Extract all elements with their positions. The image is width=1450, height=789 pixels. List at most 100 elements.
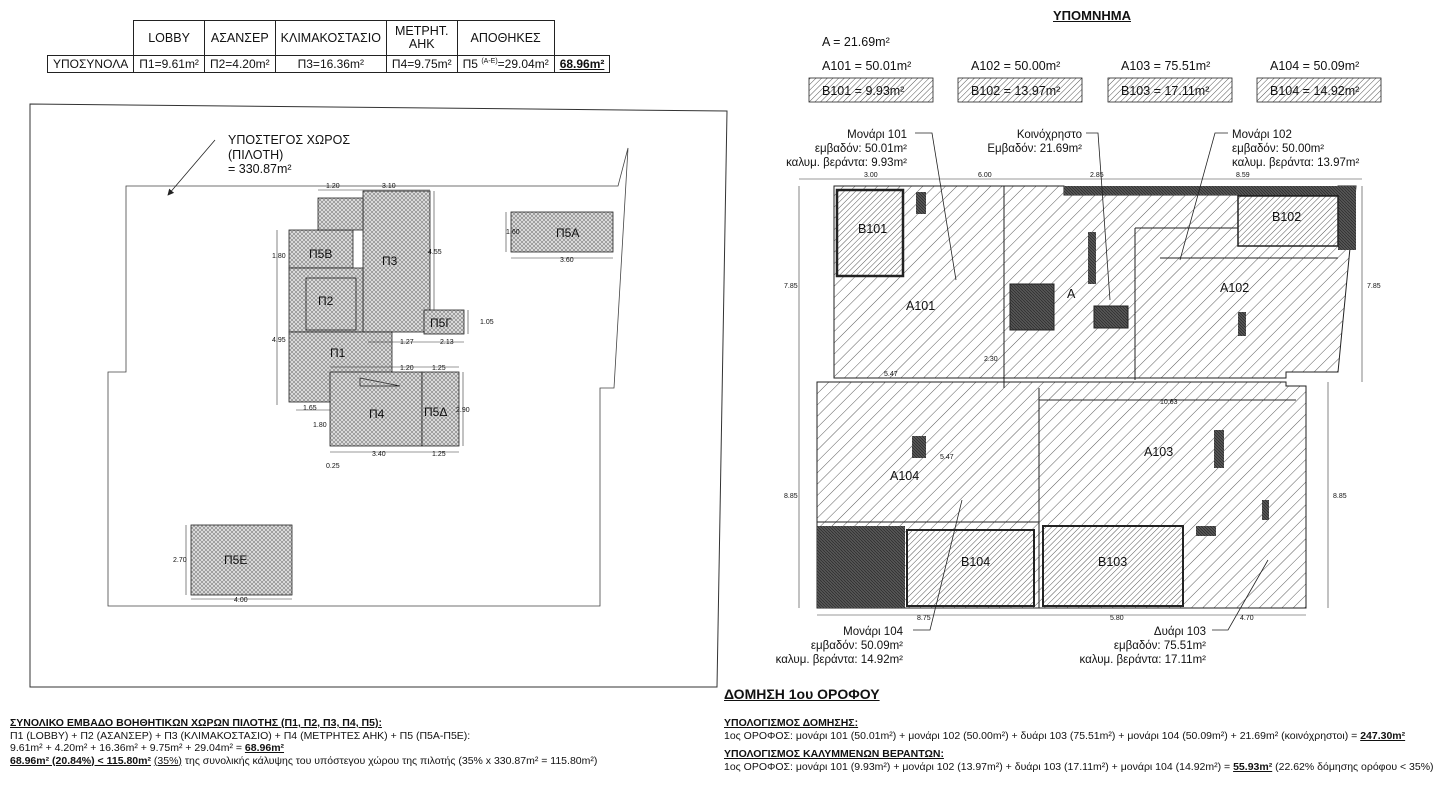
construction-title: ΔΟΜΗΣΗ 1ου ΟΡΟΦΟΥ <box>724 686 880 702</box>
dim-g-8: 3.40 <box>372 451 386 458</box>
legend-common: Α = 21.69m² <box>822 35 890 49</box>
dim-f-7: 8.85 <box>1333 493 1347 500</box>
floor-room-labels: Α101 Α102 Α103 Α104 Α Β101 Β102 Β103 Β10… <box>858 210 1301 569</box>
room-label-p5a: Π5Α <box>556 226 579 240</box>
pilotis-notes-line3-rest: της συνολικής κάλυψης του υπόστεγου χώρο… <box>184 754 598 767</box>
room-p5e <box>190 524 293 596</box>
veranda-b102 <box>1237 195 1339 247</box>
legend-swatch-b103 <box>1107 77 1233 103</box>
wall-south-west <box>817 526 905 608</box>
callout-m102-area: εμβαδόν: 50.00m² <box>1232 143 1324 155</box>
pilotis-label-line2: (ΠΙΛΟΤΗ) <box>228 148 283 162</box>
legend-swatch-b101 <box>808 77 934 103</box>
value-total: 68.96m² <box>553 55 611 73</box>
value-p5-b: =29.04m² <box>497 57 549 71</box>
dim-f-14: 2.30 <box>984 356 998 363</box>
dim-f-1: 6.00 <box>978 172 992 179</box>
construction-ver-heading: ΥΠΟΛΟΓΙΣΜΟΣ ΚΑΛΥΜΜΕΝΩΝ ΒΕΡΑΝΤΩΝ: <box>724 748 944 760</box>
wall-north <box>1064 186 1338 195</box>
ground-plan <box>29 103 728 688</box>
dim-g-16: 1.60 <box>506 229 520 236</box>
dim-f-13: 5.47 <box>940 454 954 461</box>
value-p5: Π5 (Α-Ε)=29.04m² <box>456 55 555 73</box>
callout-d103-veranda: καλυμ. βεράντα: 17.11m² <box>1080 654 1207 666</box>
dim-f-8: 8.75 <box>917 615 931 622</box>
legend-a103: Α103 = 75.51m² <box>1121 59 1210 73</box>
construction-calc-total: 247.30m² <box>1360 729 1406 742</box>
header-meters: ΜΕΤΡΗΤ.ΑΗΚ <box>385 20 458 56</box>
dim-g-0: 1.20 <box>326 183 340 190</box>
room-p2 <box>288 267 364 333</box>
label-a101: Α101 <box>906 299 935 313</box>
pilotis-label-line3: = 330.87m² <box>228 162 292 176</box>
header-storage: ΑΠΟΘΗΚΕΣ <box>456 20 555 56</box>
room-p4 <box>329 371 423 447</box>
duct-a103 <box>1214 430 1224 468</box>
legend-text: Α = 21.69m² Α101 = 50.01m² Α102 = 50.00m… <box>822 35 1359 98</box>
meter-room <box>1093 305 1129 329</box>
dim-g-19: 4.00 <box>234 597 248 604</box>
callout-m102-veranda: καλυμ. βεράντα: 13.97m² <box>1232 157 1359 169</box>
label-a102: Α102 <box>1220 281 1249 295</box>
label-a104: Α104 <box>890 469 919 483</box>
room-label-p5e: Π5Ε <box>224 553 247 567</box>
label-b103: Β103 <box>1098 555 1127 569</box>
duct-a104 <box>912 436 926 458</box>
floor-dim-labels: 3.00 6.00 2.85 8.59 7.85 7.85 8.85 8.85 … <box>784 172 1381 622</box>
callout-common-area: Εμβαδόν: 21.69m² <box>987 143 1082 155</box>
pilotis-notes-line3-pct: (35%) <box>153 754 182 767</box>
construction-ver-total: 55.93m² <box>1233 760 1273 773</box>
construction-ver-line: 1ος ΟΡΟΦΟΣ: μονάρι 101 (9.93m²) + μονάρι… <box>724 761 1434 774</box>
legend-a102: Α102 = 50.00m² <box>971 59 1060 73</box>
room-label-p4: Π4 <box>369 407 385 421</box>
dim-g-3: 1.80 <box>272 253 286 260</box>
elevator-shaft-upper <box>1009 283 1055 331</box>
veranda-b101 <box>835 188 905 278</box>
room-p5g <box>423 309 465 335</box>
dim-g-15: 1.05 <box>480 319 494 326</box>
callout-d103-title: Δυάρι 103 <box>1154 626 1206 638</box>
value-p4: Π4=9.75m² <box>385 55 458 73</box>
dim-g-11: 2.90 <box>456 407 470 414</box>
legend-b101: Β101 = 9.93m² <box>822 84 904 98</box>
pilotis-label-line1: ΥΠΟΣΤΕΓΟΣ ΧΩΡΟΣ <box>228 133 350 147</box>
dim-g-9: 1.25 <box>432 451 446 458</box>
ground-pilotis-label: ΥΠΟΣΤΕΓΟΣ ΧΩΡΟΣ (ΠΙΛΟΤΗ) = 330.87m² <box>228 133 350 176</box>
dim-f-6: 8.85 <box>784 493 798 500</box>
pilotis-notes-line2-total: 68.96m² <box>244 742 285 754</box>
dim-g-12: 1.20 <box>400 365 414 372</box>
dim-g-14: 2.13 <box>440 339 454 346</box>
legend-swatch-b104 <box>1256 77 1382 103</box>
dim-f-11: 10.63 <box>1160 399 1178 406</box>
room-label-p2: Π2 <box>318 294 334 308</box>
summary-table: LOBBY ΑΣΑΝΣΕΡ ΚΛΙΜΑΚΟΣΤΑΣΙΟ ΜΕΤΡΗΤ.ΑΗΚ Α… <box>46 20 611 73</box>
header-meters-l2: ΑΗΚ <box>408 37 435 51</box>
legend-swatches <box>808 77 1382 103</box>
room-p5d <box>421 371 460 447</box>
dim-g-10: 1.25 <box>432 365 446 372</box>
ground-dim-lines <box>185 189 613 600</box>
header-elevator: ΑΣΑΝΣΕΡ <box>203 20 276 56</box>
header-meters-l1: ΜΕΤΡΗΤ. <box>395 24 449 38</box>
label-b104: Β104 <box>961 555 990 569</box>
pilotis-notes: ΣΥΝΟΛΙΚΟ ΕΜΒΑΔΟ ΒΟΗΘΗΤΙΚΩΝ ΧΩΡΩΝ ΠΙΛΟΤΗΣ… <box>10 717 597 767</box>
callout-m101-area: εμβαδόν: 50.01m² <box>815 143 907 155</box>
veranda-b104 <box>906 529 1035 607</box>
label-b102: Β102 <box>1272 210 1301 224</box>
dim-g-13: 1.27 <box>400 339 414 346</box>
callout-m104-area: εμβαδόν: 50.09m² <box>811 640 903 652</box>
legend-b104: Β104 = 14.92m² <box>1270 84 1359 98</box>
dim-f-2: 2.85 <box>1090 172 1104 179</box>
room-p5a <box>510 211 614 253</box>
label-common-a: Α <box>1067 287 1076 301</box>
construction-calc-heading: ΥΠΟΛΟΓΙΣΜΟΣ ΔΟΜΗΣΗΣ: <box>724 717 859 729</box>
room-label-p5d: Π5Δ <box>424 405 447 419</box>
pilotis-notes-line2: 9.61m² + 4.20m² + 16.36m² + 9.75m² + 29.… <box>10 742 597 755</box>
legend-a104: Α104 = 50.09m² <box>1270 59 1359 73</box>
pilotis-notes-line3-bold: 68.96m² (20.84%) < 115.80m² <box>10 754 151 767</box>
dim-g-17: 3.60 <box>560 257 574 264</box>
callout-leaders <box>913 132 1269 631</box>
duct-common <box>1088 232 1096 284</box>
dim-g-2: 4.55 <box>428 249 442 256</box>
